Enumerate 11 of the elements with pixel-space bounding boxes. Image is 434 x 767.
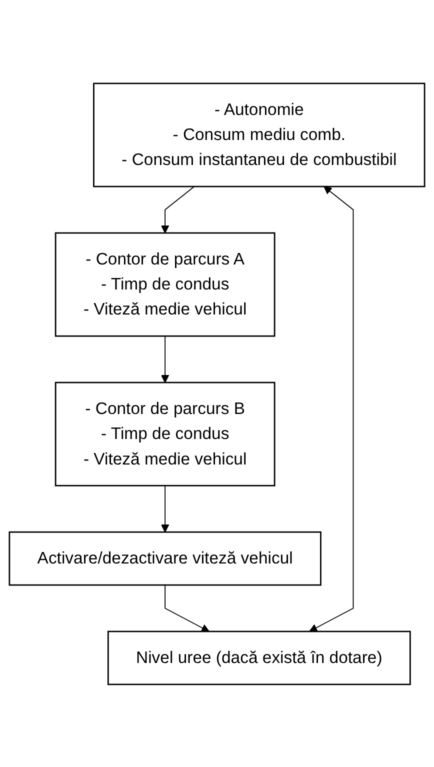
arrow [164, 584, 210, 632]
arrow [161, 335, 170, 382]
node-box [54, 381, 276, 486]
arrow [309, 186, 354, 632]
arrow [161, 186, 195, 233]
node-box [93, 82, 426, 187]
node-box [54, 232, 276, 336]
flowchart-diagram: - Autonomie - Consum mediu comb. - Consum instantaneu de combustibil - Contor de parcurs A - Timp de condus - Viteză medie vehicul - Contor de parcurs B - Timp de condus - Viteză medie vehicul Activare/dezactivare viteză vehicul Nivel uree (dacă există în dotare) [2, 76, 432, 692]
node-box [107, 630, 411, 685]
node-box [8, 530, 322, 586]
arrow [161, 484, 170, 532]
